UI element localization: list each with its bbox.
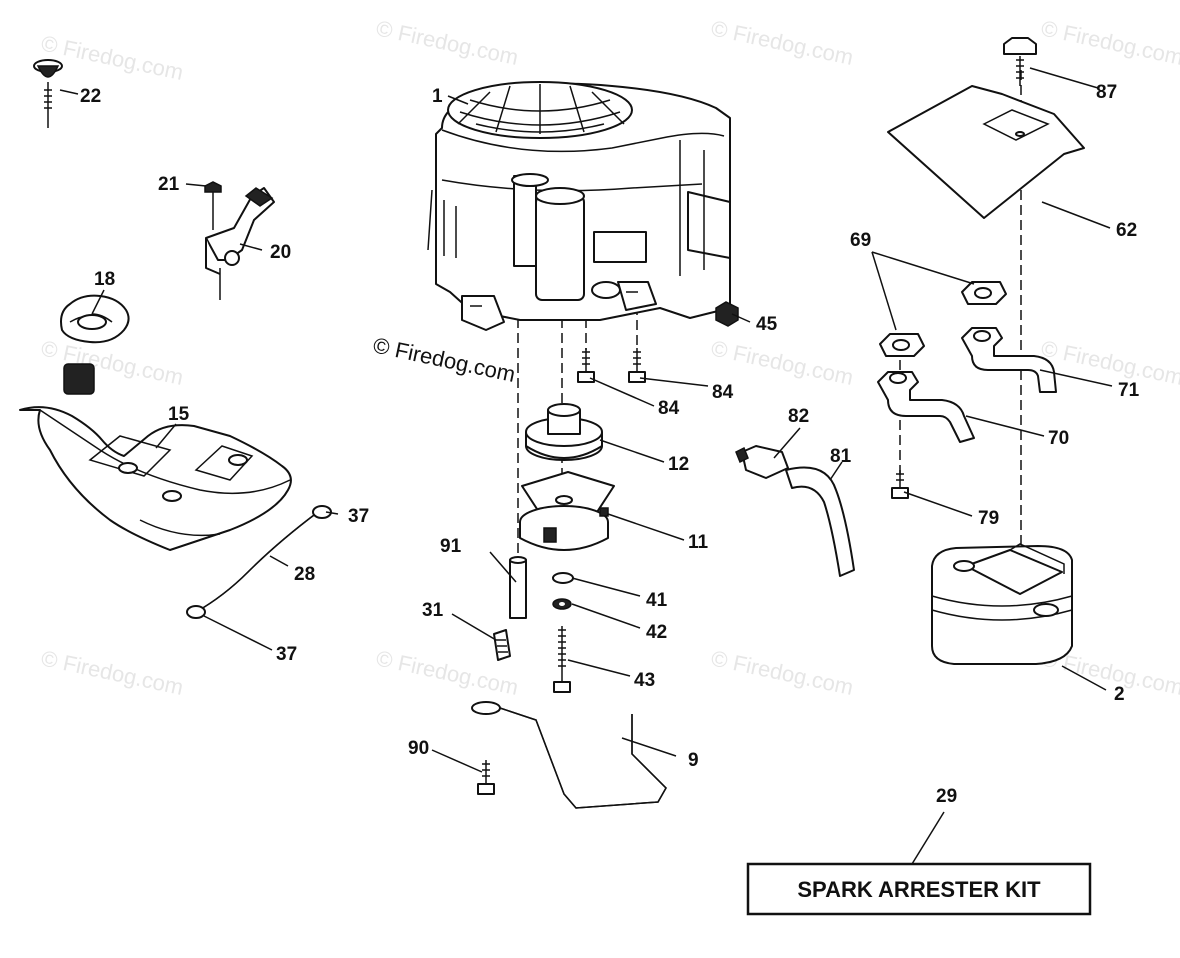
callout-84-left: 84 — [658, 398, 680, 419]
callout-90: 90 — [408, 738, 429, 759]
part-22-knob — [33, 59, 63, 128]
callout-22: 22 — [80, 86, 101, 107]
callout-82: 82 — [788, 406, 809, 427]
part-87-bolt — [1003, 37, 1037, 86]
part-12-pulley — [525, 403, 603, 461]
callout-labels: 1 22 21 20 18 15 37 28 37 45 84 84 12 11… — [80, 82, 1140, 807]
part-18-fuel-cap — [60, 294, 130, 344]
part-71-exhaust-pipe — [961, 327, 1057, 393]
callout-91: 91 — [440, 536, 462, 557]
callout-70: 70 — [1048, 428, 1069, 449]
callout-11: 11 — [688, 532, 709, 553]
callout-81: 81 — [830, 446, 852, 467]
watermark: © Firedog.com — [1039, 15, 1180, 70]
part-9-throttle-rod — [471, 701, 667, 809]
spark-arrester-kit-label: SPARK ARRESTER KIT — [797, 877, 1041, 902]
watermark: © Firedog.com — [709, 645, 856, 700]
callout-45: 45 — [756, 314, 778, 335]
callout-69: 69 — [850, 230, 871, 251]
callout-41: 41 — [646, 590, 668, 611]
callout-79: 79 — [978, 508, 999, 529]
callout-12: 12 — [668, 454, 689, 475]
watermark: © Firedog.com — [39, 645, 186, 700]
callout-87: 87 — [1096, 82, 1117, 103]
watermark-prominent: © Firedog.com — [371, 332, 518, 387]
callout-18: 18 — [94, 269, 115, 290]
callout-2: 2 — [1114, 684, 1125, 705]
part-81-hose — [785, 466, 855, 577]
callout-37-upper: 37 — [348, 506, 369, 527]
spark-arrester-kit-box: SPARK ARRESTER KIT — [746, 862, 1092, 916]
callout-15: 15 — [168, 404, 190, 425]
callout-29: 29 — [936, 786, 957, 807]
part-79-bolt — [891, 470, 909, 499]
part-31-spring — [493, 629, 511, 661]
watermark: © Firedog.com — [709, 15, 856, 70]
part-20-throttle-control — [204, 181, 275, 300]
watermark: © Firedog.com — [1039, 335, 1180, 390]
callout-1: 1 — [432, 86, 443, 107]
callout-28: 28 — [294, 564, 315, 585]
callout-20: 20 — [270, 242, 291, 263]
part-91-spacer — [509, 556, 527, 619]
part-15-fuel-tank — [19, 363, 292, 551]
part-2-muffler — [931, 543, 1073, 665]
watermark: © Firedog.com — [39, 335, 186, 390]
callout-37-lower: 37 — [276, 644, 297, 665]
callout-31: 31 — [422, 600, 444, 621]
callout-42: 42 — [646, 622, 667, 643]
callout-43: 43 — [634, 670, 655, 691]
part-42-washer — [552, 598, 572, 610]
part-41-washer — [552, 572, 574, 584]
part-90-bolt — [477, 760, 495, 795]
watermark: © Firedog.com — [39, 30, 186, 85]
callout-62: 62 — [1116, 220, 1137, 241]
part-11-pto-clutch — [519, 471, 615, 551]
part-37-hose-clamp — [186, 505, 332, 619]
part-62-heat-shield — [887, 85, 1085, 219]
part-43-bolt — [553, 626, 571, 693]
part-1-engine — [427, 81, 731, 331]
leader-lines — [59, 67, 1113, 865]
watermark: © Firedog.com — [374, 15, 521, 70]
callout-21: 21 — [158, 174, 180, 195]
callout-9: 9 — [688, 750, 699, 771]
callout-84-right: 84 — [712, 382, 734, 403]
part-84-bolt — [577, 348, 646, 383]
part-45-nut — [715, 301, 739, 327]
part-28-fuel-hose — [195, 511, 319, 613]
callout-71: 71 — [1118, 380, 1140, 401]
part-70-exhaust-pipe — [877, 371, 975, 443]
part-69-gasket — [879, 281, 1007, 357]
